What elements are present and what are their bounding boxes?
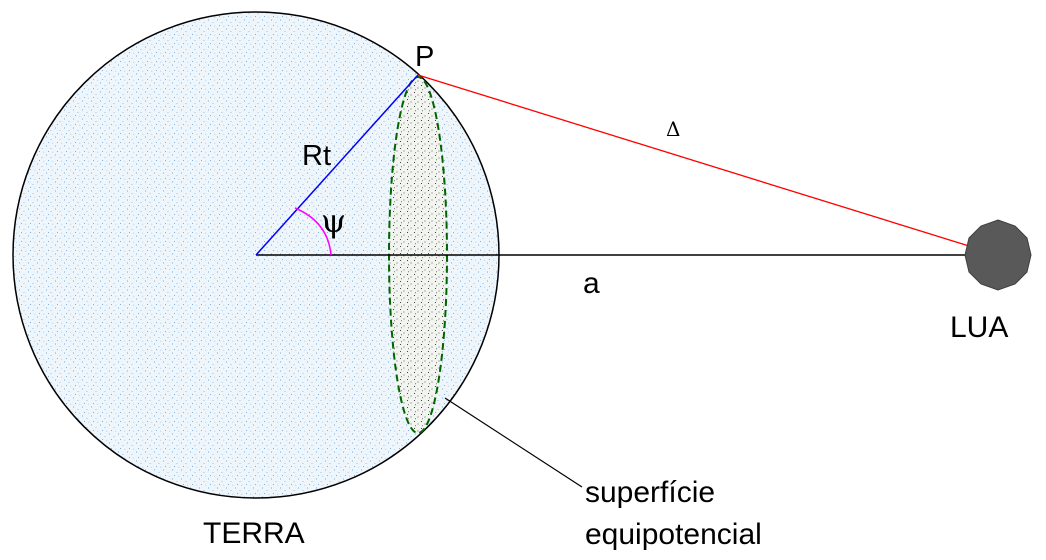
point-p-label: P [415, 41, 434, 73]
moon-disc [964, 219, 1032, 291]
surface-leader-line [444, 397, 583, 488]
distance-moon-label: Δ [666, 117, 680, 141]
center-distance-label: a [583, 267, 600, 300]
surface-label-line2: equipotencial [585, 518, 762, 551]
radius-label: Rt [302, 140, 331, 172]
angle-psi-label: ψ [321, 202, 346, 240]
point-to-moon-line [417, 74, 999, 256]
moon-label: LUA [950, 311, 1008, 344]
angle-arc [294, 207, 332, 256]
surface-label-line1: superfície [585, 476, 715, 509]
radius-line [255, 74, 419, 256]
earth-label: TERRA [203, 517, 305, 550]
